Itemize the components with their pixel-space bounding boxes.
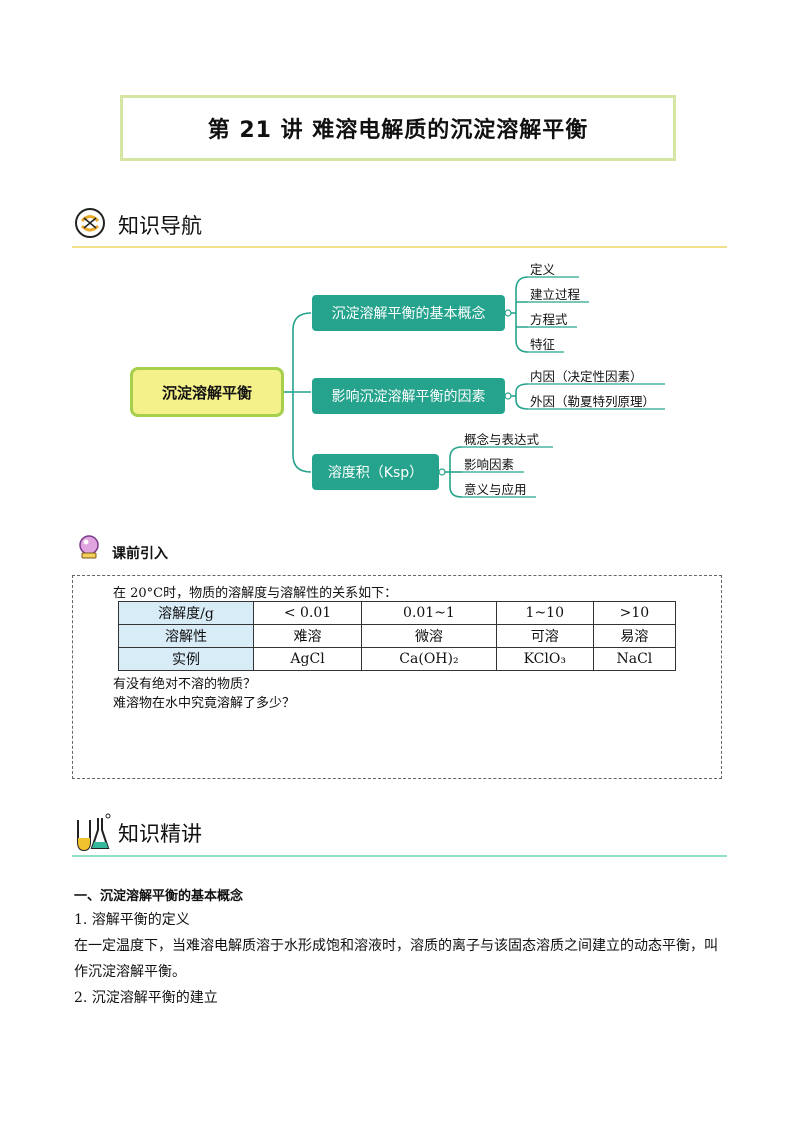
title-box: 第 21 讲 难溶电解质的沉淀溶解平衡 — [120, 95, 676, 161]
table-cell: 难溶 — [252, 624, 363, 648]
mindmap-branch-basic: 沉淀溶解平衡的基本概念 — [312, 295, 505, 331]
intro-question: 有没有绝对不溶的物质？ — [113, 677, 257, 692]
table-cell: 溶解度/g — [118, 601, 254, 625]
intro-question: 难溶物在水中究竟溶解了多少？ — [113, 696, 296, 711]
table-row: 溶解度/g < 0.01 0.01~1 1~10 >10 — [118, 601, 677, 625]
section-title-lecture: 知识精讲 — [118, 822, 202, 846]
mindmap-leaf: 外因（勒夏特列原理） — [530, 394, 656, 409]
mindmap-root: 沉淀溶解平衡 — [130, 367, 284, 417]
brain-icon — [74, 206, 108, 240]
mindmap-leaf: 内因（决定性因素） — [530, 369, 643, 384]
intro-label: 课前引入 — [112, 546, 168, 562]
table-cell: 溶解性 — [118, 624, 254, 648]
table-cell: < 0.01 — [252, 601, 363, 625]
mindmap-branch-ksp: 溶度积（Ksp） — [312, 454, 439, 490]
table-row: 实例 AgCl Ca(OH)₂ KClO₃ NaCl — [118, 647, 677, 671]
content-heading: 一、沉淀溶解平衡的基本概念 — [74, 889, 244, 904]
section-divider — [72, 855, 727, 857]
mindmap-leaf: 影响因素 — [464, 457, 515, 472]
crystal-ball-icon — [76, 534, 102, 560]
content-item: 1. 溶解平衡的定义 — [74, 912, 190, 928]
table-cell: Ca(OH)₂ — [361, 647, 497, 671]
table-cell: 1~10 — [495, 601, 594, 625]
intro-box — [72, 575, 722, 779]
section-title-nav: 知识导航 — [118, 214, 202, 238]
table-cell: 微溶 — [361, 624, 497, 648]
table-cell: NaCl — [592, 647, 677, 671]
content-item: 2. 沉淀溶解平衡的建立 — [74, 990, 218, 1006]
table-cell: 0.01~1 — [361, 601, 497, 625]
table-cell: 实例 — [118, 647, 254, 671]
table-row: 溶解性 难溶 微溶 可溶 易溶 — [118, 624, 677, 648]
page-title: 第 21 讲 难溶电解质的沉淀溶解平衡 — [207, 118, 589, 143]
mindmap-leaf: 定义 — [530, 262, 556, 277]
content-paragraph: 作沉淀溶解平衡。 — [74, 964, 186, 980]
content-paragraph: 在一定温度下，当难溶电解质溶于水形成饱和溶液时，溶质的离子与该固态溶质之间建立的… — [74, 938, 718, 954]
table-cell: 易溶 — [592, 624, 677, 648]
mindmap-leaf: 意义与应用 — [464, 482, 527, 497]
mindmap-leaf: 方程式 — [530, 312, 568, 327]
table-cell: KClO₃ — [495, 647, 594, 671]
section-divider — [72, 246, 727, 248]
table-cell: 可溶 — [495, 624, 594, 648]
table-cell: AgCl — [252, 647, 363, 671]
mindmap-branch-factors: 影响沉淀溶解平衡的因素 — [312, 378, 505, 414]
mindmap-leaf: 建立过程 — [530, 287, 581, 302]
table-cell: >10 — [592, 601, 677, 625]
lab-flask-icon — [72, 812, 112, 854]
solubility-table: 溶解度/g < 0.01 0.01~1 1~10 >10 溶解性 难溶 微溶 可… — [118, 601, 677, 671]
intro-lead: 在 20°C时，物质的溶解度与溶解性的关系如下： — [113, 586, 398, 601]
mindmap-connectors — [284, 276, 665, 498]
mindmap-leaf: 特征 — [530, 337, 556, 352]
mindmap-leaf: 概念与表达式 — [464, 432, 540, 447]
